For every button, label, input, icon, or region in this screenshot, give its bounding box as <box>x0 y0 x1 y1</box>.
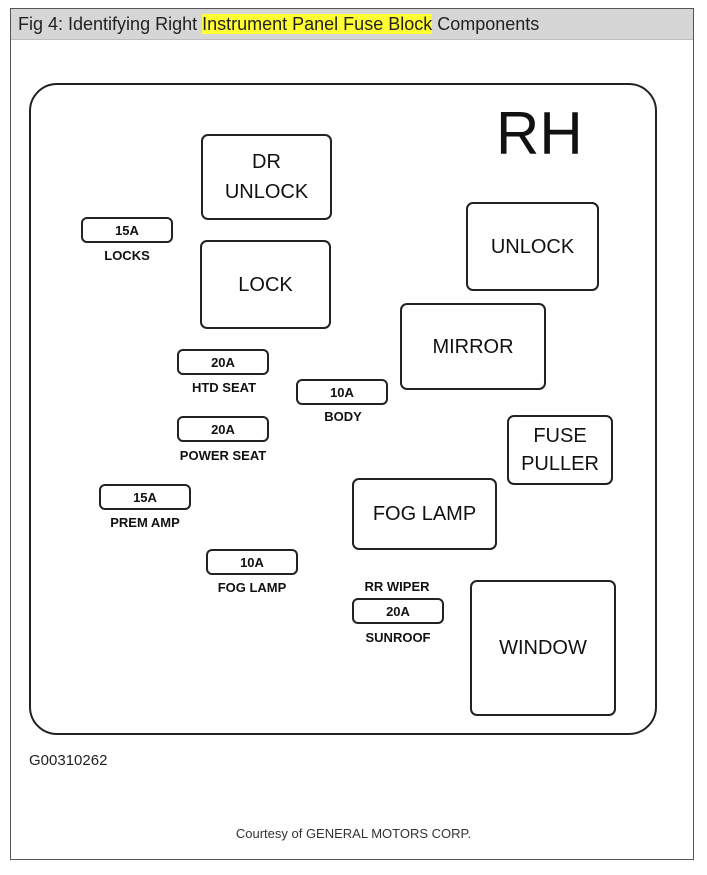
relay-mirror: MIRROR <box>400 303 546 390</box>
fuse-rr-wiper-label: RR WIPER <box>364 579 430 594</box>
title-prefix: Fig 4: Identifying Right <box>18 14 203 34</box>
fuse-body-label: BODY <box>324 409 362 424</box>
fuse-prem-amp: 15A <box>99 484 191 510</box>
relay-dr-unlock: DR UNLOCK <box>201 134 332 220</box>
figure-title: Fig 4: Identifying Right Instrument Pane… <box>18 14 539 35</box>
fuse-htd-seat-label: HTD SEAT <box>191 380 257 395</box>
fuse-fog-lamp-label: FOG LAMP <box>217 580 287 595</box>
figure-frame: Fig 4: Identifying Right Instrument Pane… <box>10 8 694 860</box>
title-highlight: Instrument Panel Fuse Block <box>202 14 433 34</box>
fuse-sunroof-label: SUNROOF <box>365 630 431 645</box>
relay-window: WINDOW <box>470 580 616 716</box>
side-label: RH <box>496 100 583 167</box>
figure-header: Fig 4: Identifying Right Instrument Pane… <box>11 9 693 40</box>
relay-lock: LOCK <box>200 240 331 329</box>
fuse-htd-seat: 20A <box>177 349 269 375</box>
fuse-locks: 15A <box>81 217 173 243</box>
fuse-fog-lamp: 10A <box>206 549 298 575</box>
figure-code: G00310262 <box>29 752 108 769</box>
fuse-power-seat: 20A <box>177 416 269 442</box>
fuse-body: 10A <box>296 379 388 405</box>
title-suffix: Components <box>432 14 540 34</box>
fuse-power-seat-label: POWER SEAT <box>179 448 267 463</box>
relay-fog-lamp: FOG LAMP <box>352 478 497 550</box>
credit-line: Courtesy of GENERAL MOTORS CORP. <box>235 826 472 841</box>
fuse-puller: FUSE PULLER <box>507 415 613 485</box>
fuse-prem-amp-label: PREM AMP <box>110 515 180 530</box>
fuse-block-outline <box>29 83 657 735</box>
relay-unlock: UNLOCK <box>466 202 599 291</box>
fuse-locks-label: LOCKS <box>104 248 150 263</box>
fuse-rr-wiper-sunroof: 20A <box>352 598 444 624</box>
